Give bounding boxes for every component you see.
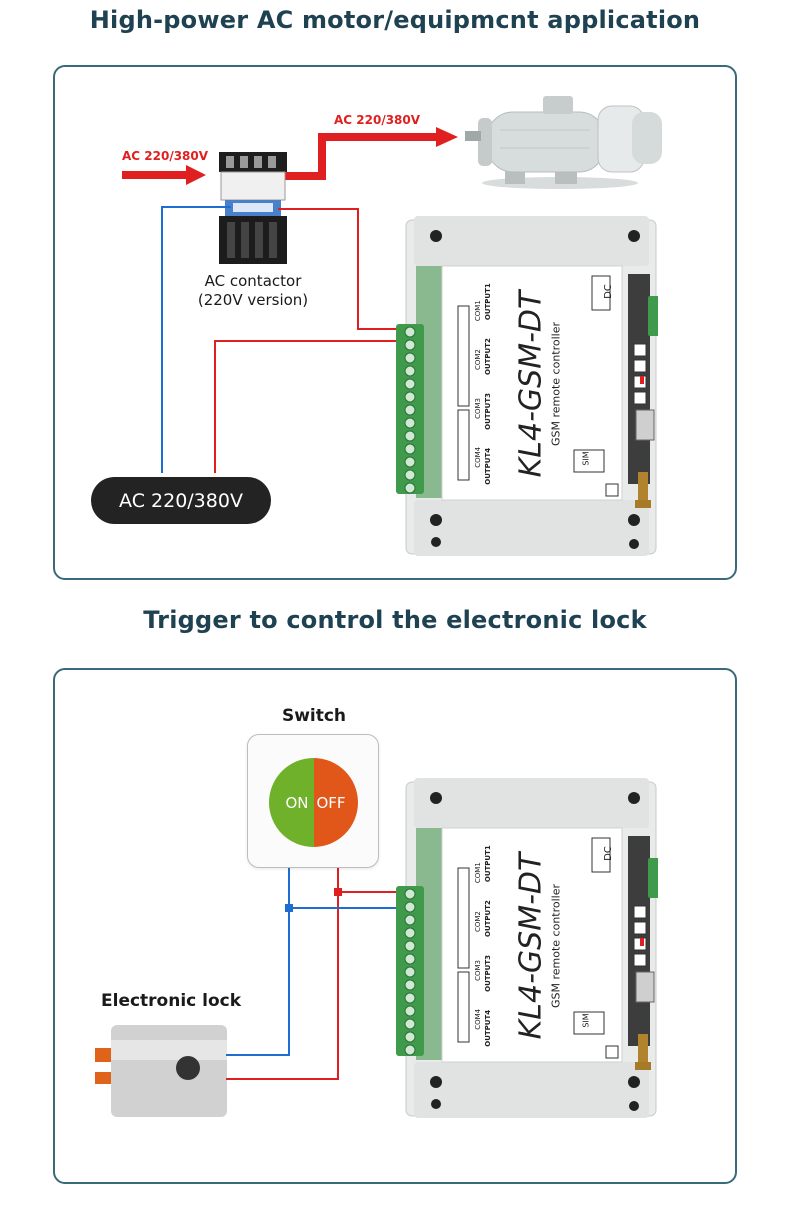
output-3-label: OUTPUT3 (484, 393, 492, 430)
screw-terminal-block (396, 324, 424, 494)
sim-label: SIM (581, 1013, 591, 1028)
contactor-label: AC contactor (220V version) (178, 272, 328, 310)
com-3-label: COM3 (474, 398, 482, 419)
switch-widget[interactable]: ON OFF (247, 734, 379, 868)
com-1-label: COM1 (474, 862, 482, 884)
com-2-label: COM2 (474, 911, 482, 932)
output-1-label: OUTPUT1 (484, 283, 492, 321)
electronic-lock-illustration (95, 1025, 227, 1117)
com-4-label: COM4 (474, 446, 482, 468)
controller-body (396, 778, 662, 1118)
output-2-label: OUTPUT2 (484, 338, 492, 375)
contactor-label-line2: (220V version) (197, 291, 309, 309)
dc-label: DC (602, 846, 614, 861)
com-1-label: COM1 (474, 300, 482, 322)
arrow-label-output: AC 220/380V (334, 113, 421, 127)
contactor-label-line1: AC contactor (204, 272, 302, 290)
controller-subtitle: GSM remote controller (549, 321, 563, 447)
electronic-lock-label: Electronic lock (101, 991, 242, 1011)
section2-title: Trigger to control the electronic lock (143, 606, 647, 634)
controller-model: KL4-GSM-DT (513, 852, 549, 1040)
switch-on-half[interactable]: ON (269, 758, 314, 847)
section1-title: High-power AC motor/equipmcnt applicatio… (89, 6, 701, 34)
gsm-controller-device-2: KL4-GSM-DT GSM remote controller OUTPUT4… (396, 776, 662, 1124)
switch-off-label: OFF (316, 793, 346, 812)
output-3-label: OUTPUT3 (484, 955, 492, 992)
switch-toggle[interactable]: ON OFF (269, 758, 358, 847)
controller-subtitle: GSM remote controller (549, 883, 563, 1009)
sim-label: SIM (581, 451, 591, 466)
screw-terminal-block (396, 886, 424, 1056)
dc-label: DC (602, 284, 614, 299)
com-labels: COM4 COM3 COM2 COM1 (474, 862, 482, 1030)
power-arrows (122, 127, 458, 185)
output-labels: OUTPUT4 OUTPUT3 OUTPUT2 OUTPUT1 (484, 283, 492, 485)
switch-off-half[interactable]: OFF (313, 758, 358, 847)
output-labels: OUTPUT4 OUTPUT3 OUTPUT2 OUTPUT1 (484, 845, 492, 1047)
com-4-label: COM4 (474, 1008, 482, 1030)
switch-label: Switch (281, 706, 347, 726)
supply-voltage-badge: AC 220/380V (91, 477, 271, 524)
com-3-label: COM3 (474, 960, 482, 981)
wire-junction-blue (285, 904, 293, 912)
com-labels: COM4 COM3 COM2 COM1 (474, 300, 482, 468)
lock-control-wires (226, 868, 398, 1080)
output-4-label: OUTPUT4 (484, 1009, 492, 1047)
controller-body (396, 216, 662, 556)
switch-on-label: ON (285, 793, 309, 812)
output-2-label: OUTPUT2 (484, 900, 492, 937)
ac-contactor-illustration (219, 152, 287, 264)
wire-junction-red (334, 888, 342, 896)
motor-control-wires (161, 206, 398, 473)
arrow-label-input: AC 220/380V (122, 149, 209, 163)
gsm-controller-device: KL4-GSM-DT GSM remote controller OUTPUT4… (396, 214, 662, 562)
output-1-label: OUTPUT1 (484, 845, 492, 883)
ac-motor-illustration (465, 96, 662, 189)
output-4-label: OUTPUT4 (484, 447, 492, 485)
controller-model: KL4-GSM-DT (513, 290, 549, 478)
com-2-label: COM2 (474, 349, 482, 370)
